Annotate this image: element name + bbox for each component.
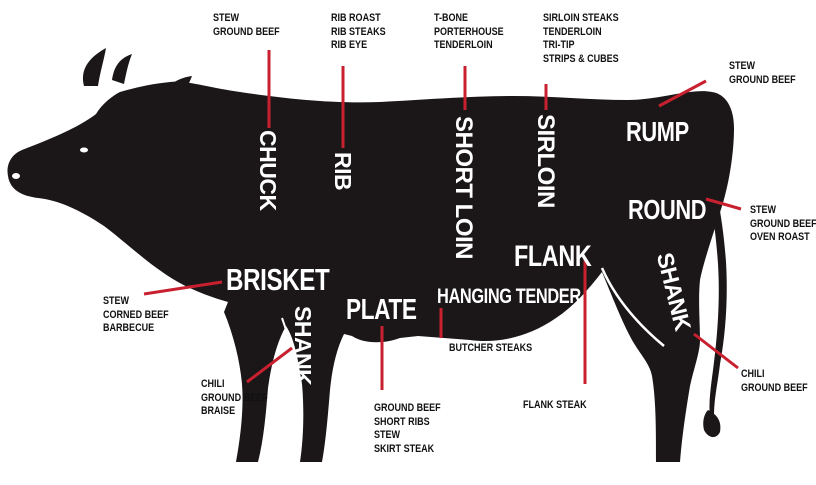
- use-item: GROUND BEEF: [741, 382, 808, 396]
- short-loin-uses: T-BONE PORTERHOUSE TENDERLOIN: [434, 12, 504, 53]
- round-label: ROUND: [628, 196, 706, 224]
- brisket-uses: STEW CORNED BEEF BARBECUE: [103, 295, 169, 336]
- plate-uses: GROUND BEEF SHORT RIBS STEW SKIRT STEAK: [374, 402, 441, 456]
- nostril-icon: [12, 173, 20, 179]
- chuck-uses: STEW GROUND BEEF: [213, 12, 280, 39]
- use-item: SHORT RIBS: [374, 416, 441, 430]
- rib-label: RIB: [331, 152, 354, 190]
- rump-label: RUMP: [626, 118, 689, 146]
- use-item: SIRLOIN STEAKS: [543, 12, 619, 26]
- fore-shank-uses: CHILI GROUND BEEF BRAISE: [201, 378, 268, 419]
- use-item: GROUND BEEF: [374, 402, 441, 416]
- chuck-label: CHUCK: [256, 130, 279, 211]
- eye-icon: [80, 148, 88, 153]
- use-item: SKIRT STEAK: [374, 443, 441, 457]
- fore-shank-label: SHANK: [291, 306, 314, 385]
- horn-icon: [83, 48, 106, 86]
- hanging-tender-label: HANGING TENDER: [437, 286, 581, 307]
- use-item: TRI-TIP: [543, 39, 619, 53]
- use-item: RIB STEAKS: [331, 26, 386, 40]
- sirloin-label: SIRLOIN: [533, 114, 557, 208]
- use-item: RIB ROAST: [331, 12, 386, 26]
- use-item: FLANK STEAK: [523, 399, 587, 413]
- use-item: STEW: [374, 429, 441, 443]
- tail-tuft-icon: [703, 410, 720, 437]
- flank-label: FLANK: [514, 242, 591, 272]
- use-item: GROUND BEEF: [201, 392, 268, 406]
- use-item: TENDERLOIN: [434, 39, 504, 53]
- use-item: GROUND BEEF: [729, 74, 796, 88]
- use-item: STEW: [750, 204, 816, 218]
- use-item: OVEN ROAST: [750, 231, 816, 245]
- use-item: T-BONE: [434, 12, 504, 26]
- use-item: STEW: [213, 12, 280, 26]
- use-item: BUTCHER STEAKS: [449, 342, 532, 356]
- use-item: CHILI: [201, 378, 268, 392]
- horn-icon: [112, 54, 132, 84]
- hind-shank-uses: CHILI GROUND BEEF: [741, 368, 808, 395]
- use-item: GROUND BEEF: [213, 26, 280, 40]
- use-item: STEW: [103, 295, 169, 309]
- use-item: BRAISE: [201, 405, 268, 419]
- brisket-label: BRISKET: [226, 264, 329, 295]
- use-item: RIB EYE: [331, 39, 386, 53]
- plate-label: PLATE: [346, 296, 417, 325]
- flank-uses: FLANK STEAK: [523, 399, 587, 413]
- hanging-tender-uses: BUTCHER STEAKS: [449, 342, 532, 356]
- use-item: CORNED BEEF: [103, 309, 169, 323]
- rump-uses: STEW GROUND BEEF: [729, 60, 796, 87]
- use-item: TENDERLOIN: [543, 26, 619, 40]
- use-item: STRIPS & CUBES: [543, 53, 619, 67]
- use-item: GROUND BEEF: [750, 218, 816, 232]
- short-loin-label: SHORT LOIN: [451, 116, 475, 259]
- round-uses: STEW GROUND BEEF OVEN ROAST: [750, 204, 816, 245]
- use-item: STEW: [729, 60, 796, 74]
- rib-uses: RIB ROAST RIB STEAKS RIB EYE: [331, 12, 386, 53]
- use-item: PORTERHOUSE: [434, 26, 504, 40]
- use-item: BARBECUE: [103, 322, 169, 336]
- use-item: CHILI: [741, 368, 808, 382]
- sirloin-uses: SIRLOIN STEAKS TENDERLOIN TRI-TIP STRIPS…: [543, 12, 619, 66]
